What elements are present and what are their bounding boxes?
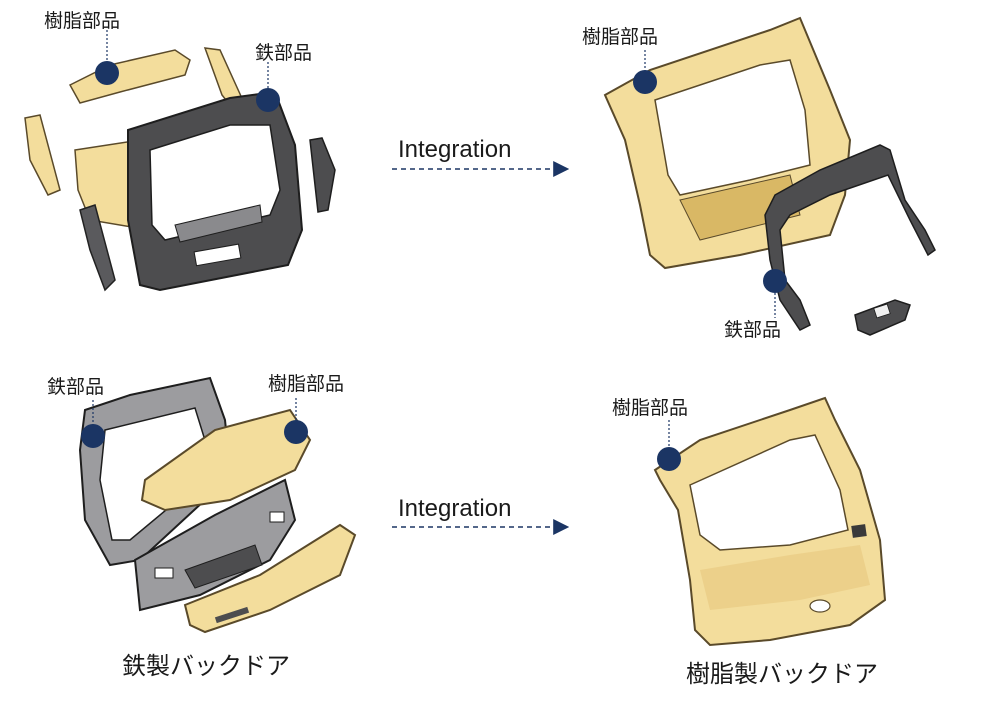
marker-dot [657,447,681,471]
label-iron-part: 鉄部品 [724,319,782,341]
label-iron-part: 鉄部品 [255,42,313,64]
label-resin-part: 樹脂部品 [44,10,121,32]
label-iron-part: 鉄部品 [47,376,105,398]
arrow-label-integration-top: Integration [398,136,512,163]
caption-resin-back-door: 樹脂製バックドア [686,660,878,688]
label-resin-part: 樹脂部品 [582,26,659,48]
steel-lower-panel [133,478,297,612]
label-resin-part: 樹脂部品 [268,373,345,395]
caption-iron-back-door: 鉄製バックドア [122,652,290,680]
marker-dot [95,61,119,85]
marker-dot [284,420,308,444]
iron-bracket [764,144,936,331]
resin-glass-panel [140,408,312,512]
resin-spoiler-part [68,49,191,104]
resin-bottom-spoiler [183,523,357,634]
resin-back-door [653,396,887,647]
label-resin-part: 樹脂部品 [612,397,689,419]
exploded-steel-door-assembly [78,376,357,634]
marker-dot [763,269,787,293]
dark-trim-left [79,204,116,292]
dark-trim-right [309,137,336,213]
marker-dot [256,88,280,112]
resin-left-strip [24,114,61,196]
marker-dot [633,70,657,94]
exploded-steel-frame-assembly [24,47,336,292]
iron-small-part [854,299,911,336]
arrow-label-integration-bottom: Integration [398,495,512,522]
resin-inner-frame-assembly [603,16,936,336]
marker-dot [81,424,105,448]
